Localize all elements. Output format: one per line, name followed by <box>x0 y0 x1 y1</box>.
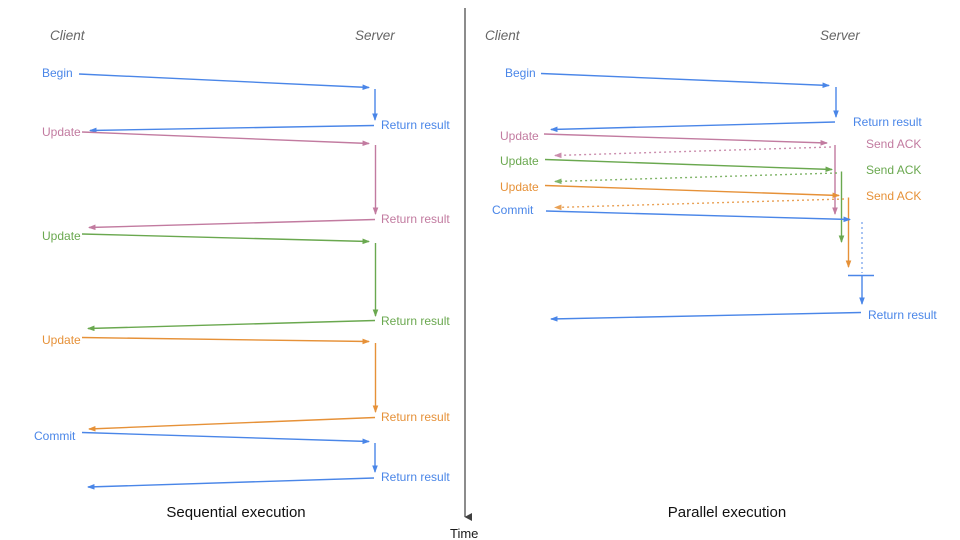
left-commit-response-label: Return result <box>381 470 450 484</box>
left-commit-label: Commit <box>34 429 76 443</box>
left-update1-response-line <box>88 218 376 231</box>
right-caption: Parallel execution <box>668 504 786 521</box>
time-axis: Time <box>450 8 478 540</box>
right-update1-label: Update <box>500 129 539 143</box>
right-update3-label: Update <box>500 180 539 194</box>
right-commit-response-line <box>550 311 862 322</box>
left-begin-request-line <box>78 73 370 90</box>
right-update2-label: Update <box>500 154 539 168</box>
left-update1-label: Update <box>42 125 81 139</box>
right-commit-label: Commit <box>492 203 534 217</box>
right-update3-ack-line <box>554 198 845 211</box>
right-update1-ack-label: Send ACK <box>866 137 921 151</box>
left-client-header: Client <box>50 28 86 43</box>
right-client-header: Client <box>485 28 521 43</box>
right-update3-request-line <box>544 184 840 199</box>
right-begin-label: Begin <box>505 66 536 80</box>
right-server-header: Server <box>820 28 860 43</box>
right-update2-ack-label: Send ACK <box>866 163 921 177</box>
left-caption: Sequential execution <box>166 504 305 521</box>
left-begin-response-line <box>89 124 375 134</box>
left-begin-response-label: Return result <box>381 118 450 132</box>
left-update2-response-label: Return result <box>381 314 450 328</box>
right-update2-ack-line <box>554 172 838 185</box>
left-update3-response-label: Return result <box>381 410 450 424</box>
left-update3-response-line <box>88 416 376 432</box>
right-begin-request-line <box>540 72 830 89</box>
left-update3-request-line <box>81 336 370 345</box>
right-update1-request-line <box>543 133 828 146</box>
left-update3-label: Update <box>42 333 81 347</box>
left-update2-response-line <box>87 319 376 332</box>
left-commit-request-line <box>81 431 370 445</box>
left-update1-request-line <box>81 131 370 147</box>
right-update2-request-line <box>544 158 833 173</box>
right-commit-request-line <box>545 210 851 223</box>
left-begin-label: Begin <box>42 66 73 80</box>
left-update1-response-label: Return result <box>381 212 450 226</box>
left-update2-label: Update <box>42 229 81 243</box>
right-begin-response-line <box>550 121 836 133</box>
right-update1-ack-line <box>554 146 832 159</box>
left-server-header: Server <box>355 28 395 43</box>
time-axis-label: Time <box>450 526 478 540</box>
right-commit-response-label: Return result <box>868 308 937 322</box>
sequential-panel: Client Server Begin Return result Update… <box>34 28 450 521</box>
parallel-panel: Client Server Begin Return result Update… <box>485 28 937 521</box>
right-update3-ack-label: Send ACK <box>866 189 921 203</box>
left-update2-request-line <box>81 233 370 245</box>
left-commit-response-line <box>87 477 375 490</box>
right-begin-response-label: Return result <box>853 115 922 129</box>
